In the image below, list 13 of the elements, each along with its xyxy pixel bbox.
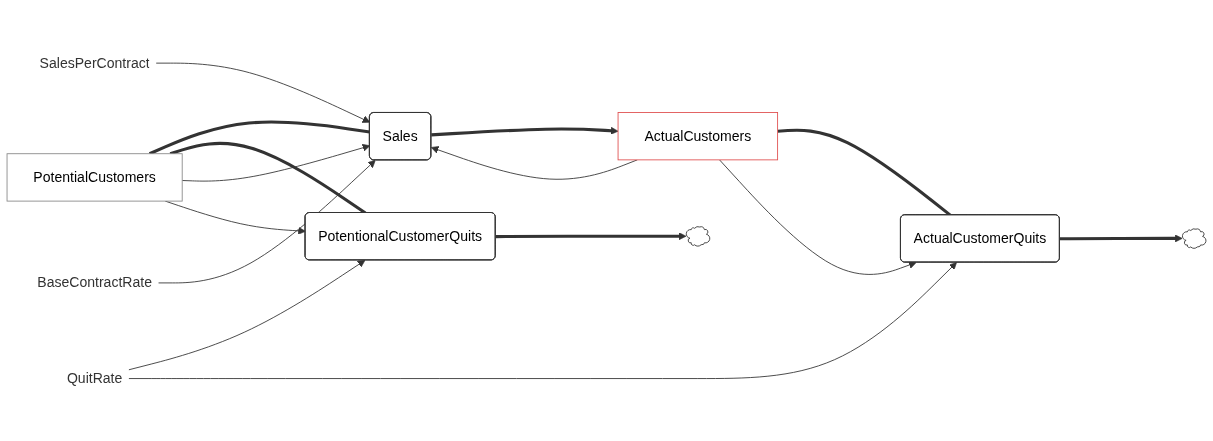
arrow bbox=[431, 126, 619, 137]
node-text: QuitRate bbox=[66, 370, 123, 386]
arrow bbox=[495, 232, 687, 240]
node-text: BaseContractRate bbox=[37, 274, 152, 290]
arrow bbox=[1059, 234, 1183, 242]
connector bbox=[148, 120, 371, 155]
node-cloud bbox=[685, 225, 711, 247]
connector bbox=[777, 128, 952, 216]
node-box: PotentialCustomers bbox=[6, 152, 183, 202]
connector bbox=[169, 141, 367, 214]
node-box: ActualCustomers bbox=[617, 111, 779, 160]
node-cloud bbox=[1182, 228, 1207, 249]
node-text: SalesPerContract bbox=[39, 54, 150, 70]
